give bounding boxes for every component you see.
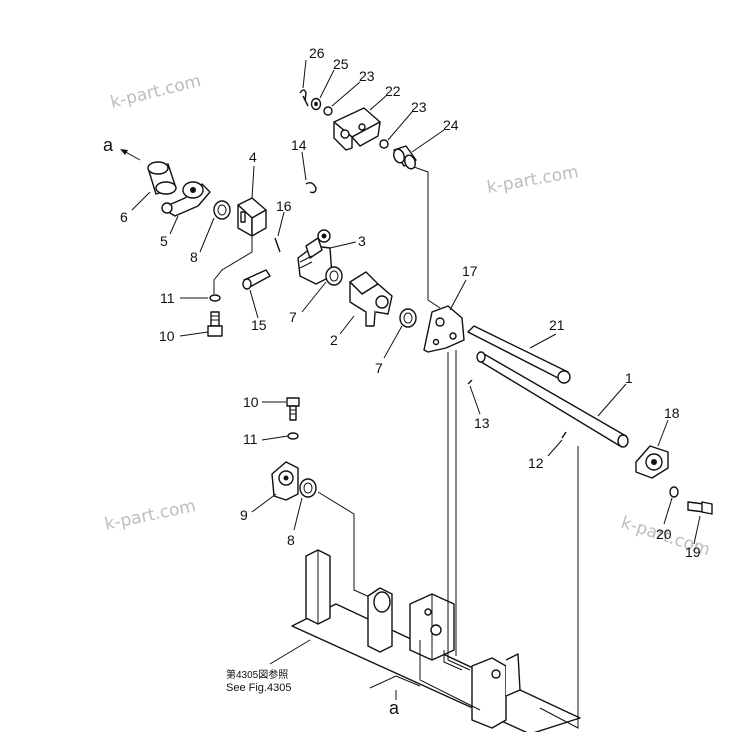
callout-7: 7 [375, 360, 383, 376]
callout-17: 17 [462, 263, 478, 279]
callout-6: 6 [120, 209, 128, 225]
control-rod [447, 352, 471, 671]
watermark: k-part.com [108, 71, 203, 113]
callout-3: 3 [358, 233, 366, 249]
part-11-washer [209, 294, 221, 302]
part-2-bracket [349, 271, 393, 327]
part-18-bearing [635, 445, 669, 479]
part-14-spring-clip [305, 181, 317, 194]
part-23-bushing [323, 106, 333, 116]
part-4-block [237, 197, 267, 237]
part-6-bushing [147, 161, 177, 195]
callout-15: 15 [251, 317, 267, 333]
base-assembly [291, 549, 581, 732]
callout-19: 19 [685, 544, 701, 560]
part-19-bolt [687, 501, 713, 515]
part-15-pin [242, 269, 271, 290]
callout-11: 11 [160, 290, 175, 306]
callout-10: 10 [243, 394, 259, 410]
part-24-sleeve [393, 145, 417, 170]
part-25-washer [310, 97, 322, 111]
part-23-bushing [379, 139, 389, 149]
part-12-cotter [561, 431, 567, 439]
callout-23: 23 [359, 68, 375, 84]
link-wire [213, 237, 253, 294]
callout-26: 26 [309, 45, 325, 61]
callout-21: 21 [549, 317, 565, 333]
part-13-cotter [467, 379, 473, 385]
callout-22: 22 [385, 83, 401, 99]
callout-8: 8 [190, 249, 198, 265]
part-17-bracket-plate [423, 305, 465, 353]
part-20-washer [669, 486, 679, 498]
part-10-bolt [207, 311, 223, 337]
callout-14: 14 [291, 137, 307, 153]
watermark: k-part.com [485, 162, 580, 198]
callout-10: 10 [159, 328, 175, 344]
callout-20: 20 [656, 526, 672, 542]
part-22-clevis [333, 107, 381, 151]
callout-24: 24 [443, 117, 459, 133]
callout-13: 13 [474, 415, 490, 431]
watermark: k-part.com [103, 496, 198, 535]
reference-note-en: See Fig.4305 [226, 682, 291, 694]
reference-line-a [369, 675, 421, 689]
callout-4: 4 [249, 149, 257, 165]
callout-11: 11 [243, 431, 258, 447]
callout-1: 1 [625, 370, 633, 386]
part-3-lever [297, 229, 333, 285]
link-wire [317, 491, 373, 599]
part-7-bushing [325, 266, 343, 286]
part-21-pin [467, 325, 571, 384]
part-9-lever [271, 461, 299, 501]
callout-25: 25 [333, 56, 349, 72]
marker-a-top: a [103, 135, 114, 155]
callout-12: 12 [528, 455, 544, 471]
control-rod [413, 166, 441, 309]
reference-note-jp: 第4305図参照 [226, 668, 288, 681]
arrow-head [120, 149, 128, 155]
part-10-bolt [286, 397, 300, 421]
part-26-cotter-pin [299, 89, 309, 107]
callout-16: 16 [276, 198, 292, 214]
part-8-bushing [213, 200, 231, 220]
callout-9: 9 [240, 507, 248, 523]
callout-23: 23 [411, 99, 427, 115]
control-rod [539, 446, 579, 729]
callout-7: 7 [289, 309, 297, 325]
callout-2: 2 [330, 332, 338, 348]
callout-5: 5 [160, 233, 168, 249]
callout-8: 8 [287, 532, 295, 548]
part-16-pin [274, 237, 281, 253]
part-1-shaft [476, 351, 629, 448]
part-8-bushing [299, 478, 317, 498]
callout-18: 18 [664, 405, 680, 421]
part-5-lever [161, 181, 211, 217]
part-7-bushing [399, 308, 417, 328]
part-11-washer [287, 432, 299, 440]
marker-a-bottom: a [389, 698, 400, 718]
